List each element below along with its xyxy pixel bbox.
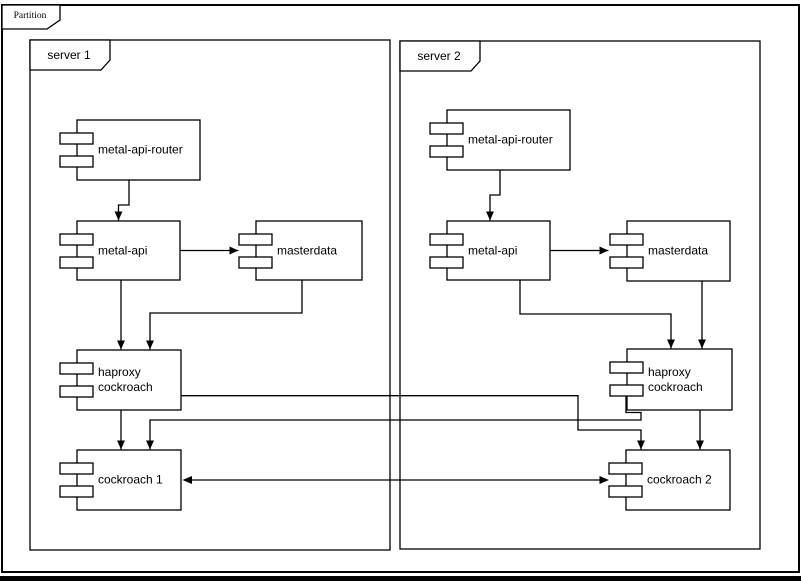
bottom-edge-bar (0, 576, 801, 581)
partition-frame (1, 4, 800, 573)
partition-frame-label: Partition (13, 11, 47, 21)
component-label-metal-api-router-2: metal-api-router (468, 132, 553, 147)
server-2-frame-tab (399, 40, 481, 72)
server-2-frame-label: server 2 (417, 49, 461, 63)
port-rect (59, 462, 94, 475)
port-rect (429, 233, 464, 246)
port-rect (59, 485, 94, 498)
server-2-frame (399, 40, 761, 550)
component-cockroach-1 (59, 449, 182, 511)
component-cockroach-2 (608, 449, 731, 511)
component-masterdata-1 (238, 220, 363, 281)
port-rect (429, 122, 464, 135)
port-rect (429, 256, 464, 269)
port-rect (238, 256, 273, 269)
component-label-cockroach-2: cockroach 2 (647, 472, 712, 487)
server-1-frame-tab (29, 39, 111, 71)
component-haproxy-cockroach-2 (609, 348, 733, 411)
port-rect (608, 462, 643, 475)
component-label-cockroach-1: cockroach 1 (98, 472, 163, 487)
port-rect (608, 485, 643, 498)
server-1-frame-label: server 1 (47, 48, 91, 62)
port-rect (59, 256, 94, 269)
port-rect (59, 155, 94, 168)
partition-frame-tab (1, 4, 61, 30)
port-rect (59, 233, 94, 246)
port-rect (238, 233, 273, 246)
component-metal-api-1 (59, 220, 181, 281)
component-label-metal-api-router-1: metal-api-router (98, 142, 183, 157)
port-rect (59, 385, 94, 398)
component-label-masterdata-1: masterdata (277, 243, 338, 258)
port-rect (609, 256, 644, 269)
port-rect (59, 362, 94, 375)
edge-metal-api-router-2-to-metal-api-2 (486, 170, 501, 221)
edge-cockroach-1-cockroach-2 (182, 476, 609, 484)
edge-metal-api-router-1-to-metal-api-1 (114, 180, 130, 221)
port-rect (609, 384, 644, 397)
port-rect (59, 132, 94, 145)
arrowhead-right (599, 476, 609, 484)
arrowhead-left (182, 476, 192, 484)
component-label-haproxy-cockroach-1: haproxy cockroach (98, 365, 153, 394)
component-masterdata-2 (609, 220, 731, 282)
component-metal-api-2 (429, 220, 551, 281)
component-label-metal-api-2: metal-api (468, 243, 518, 258)
port-rect (609, 233, 644, 246)
component-metal-api-router-2 (429, 109, 571, 171)
port-rect (429, 145, 464, 158)
edge-metal-api-2-to-haproxy-cockroach-2 (519, 280, 675, 349)
edge-haproxy-cockroach-1-to-cockroach-2 (181, 395, 645, 450)
component-metal-api-router-1 (59, 119, 201, 181)
component-haproxy-cockroach-1 (59, 349, 182, 411)
component-label-masterdata-2: masterdata (648, 243, 709, 258)
edge-masterdata-1-to-haproxy-cockroach-1 (146, 280, 303, 350)
edge-haproxy-cockroach-2-to-cockroach-1 (146, 396, 642, 450)
server-1-frame (29, 39, 391, 551)
port-rect (609, 361, 644, 374)
component-label-haproxy-cockroach-2: haproxy cockroach (648, 365, 703, 394)
component-label-metal-api-1: metal-api (98, 243, 148, 258)
